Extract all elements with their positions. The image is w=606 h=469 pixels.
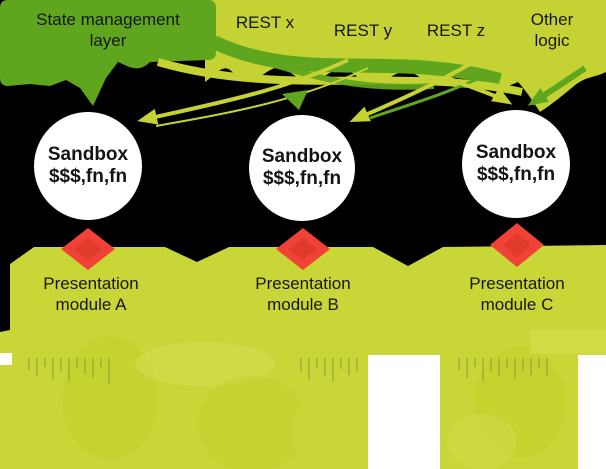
sandbox-c-circle: Sandbox $$$,fn,fn <box>462 110 570 218</box>
rest-y-label: REST y <box>333 21 393 40</box>
texture-bars-left <box>28 358 110 384</box>
arrow-to-sandbox-a <box>137 58 349 125</box>
sandbox-b-circle: Sandbox $$$,fn,fn <box>249 115 355 221</box>
sandbox-a-circle: Sandbox $$$,fn,fn <box>34 112 142 220</box>
module-b-line1: Presentation <box>255 274 351 293</box>
arrow-to-sandbox-c-left <box>447 76 513 105</box>
module-a-line1: Presentation <box>43 274 139 293</box>
texture-blob <box>135 342 275 386</box>
white-gap-middle <box>368 355 440 469</box>
state-management-label: State management layer <box>12 9 204 51</box>
arrow-to-sandbox-b <box>349 62 471 123</box>
white-notch-left <box>0 353 12 365</box>
texture-bars-right <box>458 358 548 381</box>
sandbox-b-subtitle: $$$,fn,fn <box>262 168 342 189</box>
texture-blob <box>292 388 372 469</box>
presentation-module-c-label: Presentation module C <box>442 273 592 315</box>
rest-x-label: REST x <box>235 13 295 32</box>
sandbox-c-title: Sandbox <box>475 142 557 163</box>
arrow-to-sandbox-a-2 <box>155 67 369 127</box>
ribbon-dark-2 <box>251 55 435 90</box>
module-c-line1: Presentation <box>469 274 565 293</box>
connector-diamond-b <box>276 228 330 270</box>
module-a-line2: module A <box>55 295 127 314</box>
sandbox-c-subtitle: $$$,fn,fn <box>476 164 556 185</box>
texture-blob <box>447 414 517 469</box>
top-services-band <box>205 0 606 112</box>
texture-patch <box>530 330 606 354</box>
arrow-to-sandbox-c-right <box>527 65 587 106</box>
other-logic-line2: logic <box>534 31 570 50</box>
presentation-module-a-label: Presentation module A <box>16 273 166 315</box>
connector-diamond-c <box>490 223 544 267</box>
presentation-module-b-label: Presentation module B <box>228 273 378 315</box>
state-management-box <box>0 0 216 106</box>
state-management-line2: layer <box>89 31 127 50</box>
other-logic-line1: Other <box>530 10 574 29</box>
state-management-line1: State management <box>36 10 180 29</box>
arrow-to-sandbox-b-2 <box>369 72 489 120</box>
sandbox-a-title: Sandbox <box>47 144 129 165</box>
module-c-line2: module C <box>480 295 554 314</box>
sandbox-b-title: Sandbox <box>261 146 343 167</box>
texture-bars-middle <box>300 358 358 382</box>
connector-diamond-a <box>61 228 115 270</box>
texture-blob <box>197 376 307 469</box>
arrow-stub-sandbox-b <box>282 90 308 110</box>
module-b-line2: module B <box>267 295 339 314</box>
white-gap-right <box>578 355 606 469</box>
rest-z-label: REST z <box>426 21 486 40</box>
other-logic-label: Other logic <box>512 9 592 51</box>
sandbox-a-subtitle: $$$,fn,fn <box>48 166 128 187</box>
